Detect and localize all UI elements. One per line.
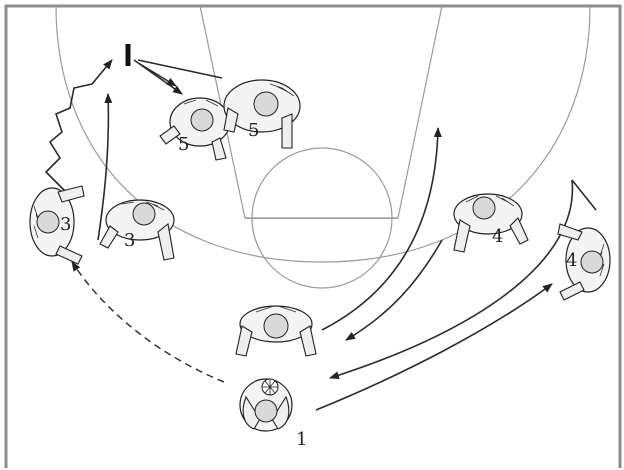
player-3: 3 [99, 199, 175, 261]
player-5-b: 5 [223, 79, 301, 149]
player-arm [509, 217, 529, 245]
player-back-hatch [465, 195, 515, 207]
lane-right-line [397, 5, 443, 219]
player-1: 1 [239, 378, 307, 450]
player-2 [235, 305, 317, 357]
player-arm [55, 245, 83, 265]
player-4: 4 [453, 193, 529, 253]
player-back-hatch [255, 305, 297, 313]
player-arm [99, 225, 119, 249]
player-5-a: 5 [159, 97, 231, 161]
player-head [580, 250, 604, 274]
cut-arrow-2 [321, 127, 442, 331]
player-head [36, 210, 60, 234]
player-head [254, 399, 278, 423]
player-label-1: 1 [296, 429, 307, 450]
player-head [263, 313, 289, 339]
player-arm [159, 125, 181, 145]
player-label-3: 3 [124, 230, 135, 251]
player-label-4: 4 [492, 226, 503, 247]
player-back-hatch [269, 83, 295, 97]
player-back-hatch [183, 99, 219, 107]
player-arm [559, 281, 585, 301]
half-court [4, 4, 622, 468]
player-arm [235, 325, 253, 357]
player-4-wing: 4 [557, 223, 611, 301]
player-3-corner: 3 [29, 185, 85, 265]
player-arm [271, 395, 290, 430]
play-arrows [44, 59, 597, 411]
curl-arrow-4b [329, 179, 574, 380]
player-back-hatch [121, 201, 165, 211]
pass-arrow-1-to-4 [315, 283, 553, 411]
restricted-area-fill [245, 218, 398, 219]
player-head [472, 196, 496, 220]
court-border [4, 4, 622, 468]
cut-arrow-4-down [345, 239, 443, 341]
basketball-seams [262, 379, 278, 395]
player-arm [557, 223, 583, 241]
screen-line-4b [571, 179, 597, 211]
player-arm [453, 219, 471, 253]
player-arm [211, 137, 227, 161]
player-arm [157, 222, 175, 261]
player-arm [57, 185, 85, 203]
player-label-5b: 5 [248, 120, 259, 141]
player-head [132, 202, 156, 226]
player-arm [242, 395, 261, 430]
player-arm [281, 113, 293, 149]
three-point-arc [55, 5, 591, 263]
screen-line-5 [137, 59, 223, 79]
player-head [253, 91, 279, 117]
pass-line-1-to-3 [71, 261, 225, 383]
zigzag-dribble-3 [44, 59, 113, 193]
player-label-5a: 5 [178, 134, 189, 155]
cut-arrow-5b [139, 63, 177, 87]
player-label-4b: 4 [566, 250, 577, 271]
player-arm [223, 107, 239, 133]
player-label-3b: 3 [60, 214, 71, 235]
player-head [190, 108, 214, 132]
cut-arrow-3 [97, 93, 113, 241]
player-arm [299, 325, 317, 357]
